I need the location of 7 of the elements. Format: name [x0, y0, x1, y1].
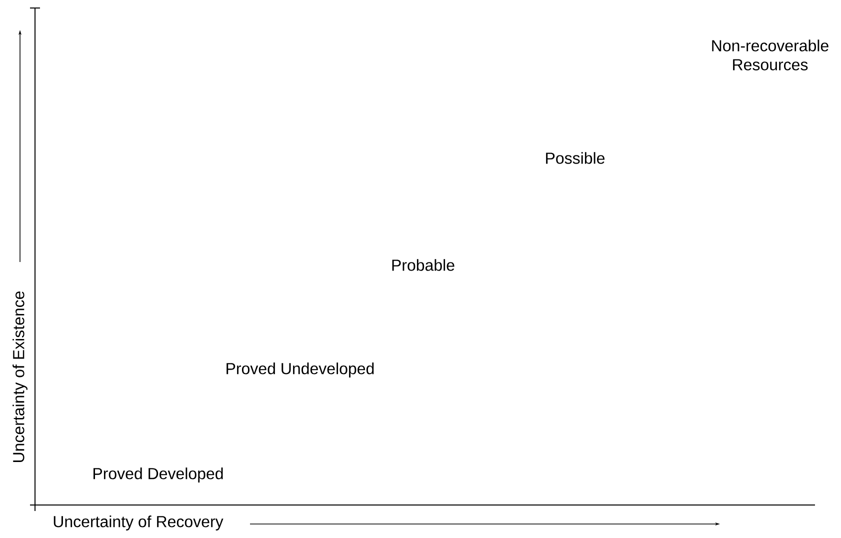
category-label: Probable: [392, 259, 454, 271]
axis-title: Uncertainty of Recovery: [54, 516, 224, 530]
axis-title: Uncertainty of Existence: [12, 291, 28, 462]
category-label: Proved Developed: [94, 468, 223, 482]
category-label: Possible: [546, 152, 605, 164]
category-label: Non-recoverable Resources: [712, 40, 828, 70]
category-label: Proved Undeveloped: [226, 362, 374, 378]
